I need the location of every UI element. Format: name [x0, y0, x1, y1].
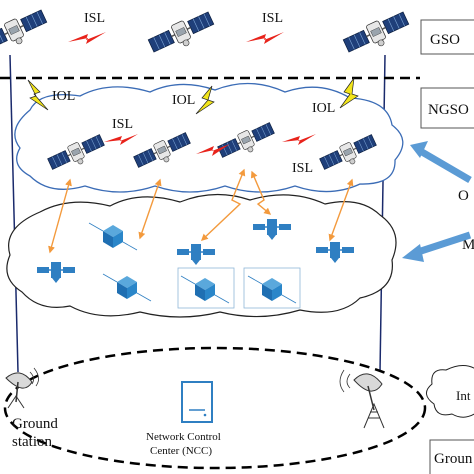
orange-link-4 [250, 170, 272, 215]
ground-station-label-line2: station [12, 434, 52, 450]
ncc-label-line1: Network Control [146, 431, 221, 443]
meo-cloud [6, 193, 397, 318]
m-layer-label: M [462, 237, 474, 253]
isl-bolt-icon-ngso-1 [104, 134, 138, 145]
isl-bolt-icon-ngso-3 [282, 134, 316, 145]
isl-label-gso-1: ISL [84, 11, 105, 26]
isl-label-ngso-2: ISL [292, 161, 313, 176]
ncc-label-line2: Center (NCC) [150, 445, 212, 457]
gso-satellite-icon-1 [0, 6, 51, 59]
isl-bolt-icon-gso-2 [246, 32, 284, 44]
iol-label-3: IOL [312, 101, 335, 116]
ngso-meo-links [48, 168, 354, 254]
internet-label: Int [456, 388, 471, 403]
pointer-arrow-ngso [410, 141, 472, 184]
iol-bolt-icon-1 [27, 79, 49, 111]
meo-cubesat-frame-2 [243, 267, 301, 309]
pointer-arrow-meo [402, 231, 472, 262]
iol-bolt-icon-3 [339, 77, 359, 109]
iol-label-2: IOL [172, 93, 195, 108]
ngso-layer-label: NGSO [428, 102, 469, 118]
isl-label-gso-2: ISL [262, 11, 283, 26]
legend-ngso-box: NGSO [420, 87, 474, 129]
iol-label-1: IOL [52, 89, 75, 104]
gso-satellite-icon-2 [146, 8, 218, 61]
right-boundary-line [379, 54, 386, 373]
ncc-server-icon [181, 381, 213, 423]
ground-station-label-line1: Ground [12, 416, 58, 432]
legend-gso-box: GSO [420, 19, 474, 55]
isl-bolt-icon-ngso-2 [196, 144, 230, 156]
orange-link-3 [200, 168, 246, 241]
ground-layer-label: Groun [434, 451, 473, 467]
ground-station-dish-icon-left [5, 367, 39, 409]
gso-satellite-icon-3 [341, 8, 413, 61]
orange-link-2 [138, 178, 162, 240]
internet-cloud: Int [426, 365, 474, 418]
left-boundary-line [9, 54, 19, 373]
iol-bolt-icon-2 [195, 85, 215, 115]
ground-station-dish-icon-right [339, 369, 385, 429]
isl-bolt-icon-gso-1 [68, 32, 106, 44]
orange-link-1 [48, 178, 72, 254]
meo-cubesat-frame-1 [177, 267, 235, 309]
o-layer-label: O [458, 188, 469, 204]
orange-link-5 [328, 178, 354, 242]
ground-segment-ellipse [3, 346, 427, 470]
legend-ground-box: Groun [429, 439, 474, 474]
gso-layer-label: GSO [430, 32, 460, 48]
isl-label-ngso-1: ISL [112, 117, 133, 132]
